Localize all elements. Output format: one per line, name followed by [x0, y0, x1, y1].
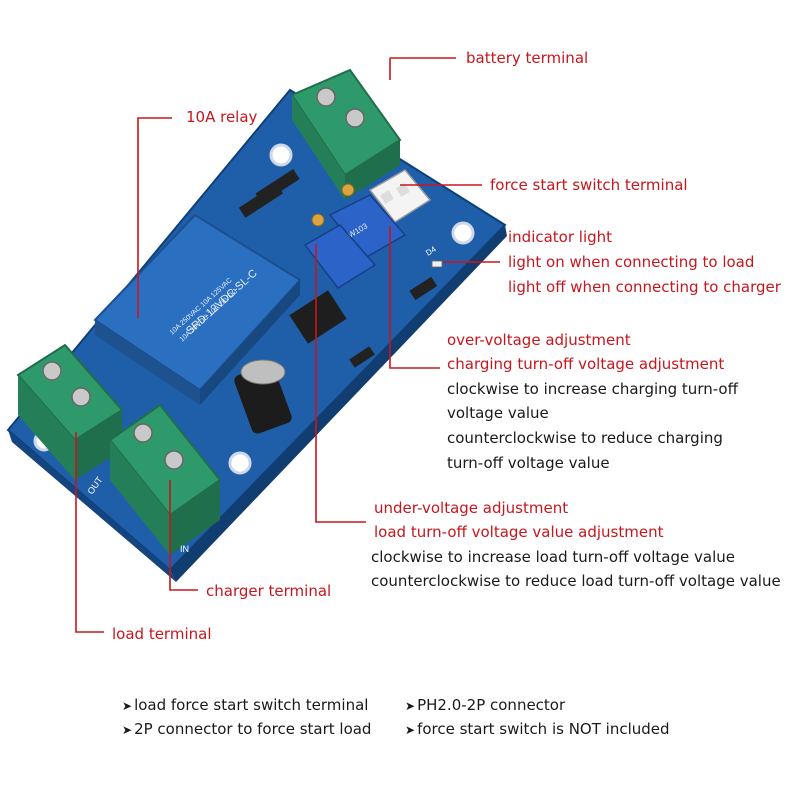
- screw: [316, 87, 336, 107]
- relay: SRD-12VDC-SL-C 10A 250VAC 10A 125VAC 10A…: [93, 213, 302, 405]
- relay-label: 10A relay: [186, 108, 258, 126]
- arrow-right-icon: ➤: [122, 723, 133, 737]
- force-start-label: force start switch terminal: [490, 176, 688, 194]
- ic-chip: [289, 290, 347, 344]
- smd-part: [349, 346, 375, 368]
- under-voltage-subtitle: load turn-off voltage value adjustment: [374, 523, 664, 541]
- over-voltage-title: over-voltage adjustment: [447, 331, 631, 349]
- smd-part: [409, 276, 438, 301]
- load-terminal-label: load terminal: [112, 625, 212, 643]
- mount-hole: [228, 451, 252, 475]
- leader-under: [315, 244, 366, 523]
- leader-relay: [137, 117, 172, 318]
- indicator-line1: light on when connecting to load: [508, 253, 755, 271]
- arrow-right-icon: ➤: [405, 699, 416, 713]
- over-voltage-desc3: counterclockwise to reduce charging: [447, 429, 723, 447]
- battery-terminal-label: battery terminal: [466, 49, 589, 67]
- footer-item-2: ➤PH2.0-2P connector: [405, 696, 565, 715]
- callout-lines: [75, 57, 500, 633]
- over-voltage-subtitle: charging turn-off voltage adjustment: [447, 355, 725, 373]
- footer-text-3: 2P connector to force start load: [134, 720, 372, 738]
- load-terminal-block: [16, 343, 124, 480]
- under-voltage-desc2: counterclockwise to reduce load turn-off…: [371, 572, 781, 590]
- screw: [345, 108, 365, 128]
- diode: [255, 168, 300, 204]
- screw: [71, 387, 91, 407]
- over-voltage-desc1: clockwise to increase charging turn-off: [447, 380, 738, 398]
- footer-text-4: force start switch is NOT included: [417, 720, 670, 738]
- leader-over: [389, 226, 440, 369]
- mount-hole: [451, 221, 475, 245]
- screw: [133, 423, 153, 443]
- battery-terminal-block: [290, 68, 402, 200]
- footer-item-1: ➤load force start switch terminal: [122, 696, 368, 715]
- screw: [164, 450, 184, 470]
- ph2-connector: [368, 169, 432, 223]
- over-voltage-desc4: turn-off voltage value: [447, 454, 610, 472]
- indicator-led: [431, 260, 443, 268]
- leader-charger: [169, 480, 198, 591]
- indicator-line2: light off when connecting to charger: [508, 278, 781, 296]
- screw: [42, 361, 62, 381]
- footer-text-1: load force start switch terminal: [134, 696, 369, 714]
- charger-terminal-label: charger terminal: [206, 582, 332, 600]
- arrow-right-icon: ➤: [405, 723, 416, 737]
- silk-in: IN: [180, 544, 189, 554]
- footer-item-3: ➤2P connector to force start load: [122, 720, 371, 739]
- indicator-title: indicator light: [508, 228, 613, 246]
- capacitor: [234, 359, 292, 434]
- potentiometer-under-voltage: [303, 213, 377, 289]
- footer-text-2: PH2.0-2P connector: [417, 696, 566, 714]
- footer-item-4: ➤force start switch is NOT included: [405, 720, 670, 739]
- arrow-right-icon: ➤: [122, 699, 133, 713]
- under-voltage-desc1: clockwise to increase load turn-off volt…: [371, 548, 735, 566]
- under-voltage-title: under-voltage adjustment: [374, 499, 569, 517]
- over-voltage-desc2: voltage value: [447, 404, 549, 422]
- mount-hole: [269, 143, 293, 167]
- charger-terminal-block: [108, 403, 222, 555]
- leader-load: [75, 432, 104, 633]
